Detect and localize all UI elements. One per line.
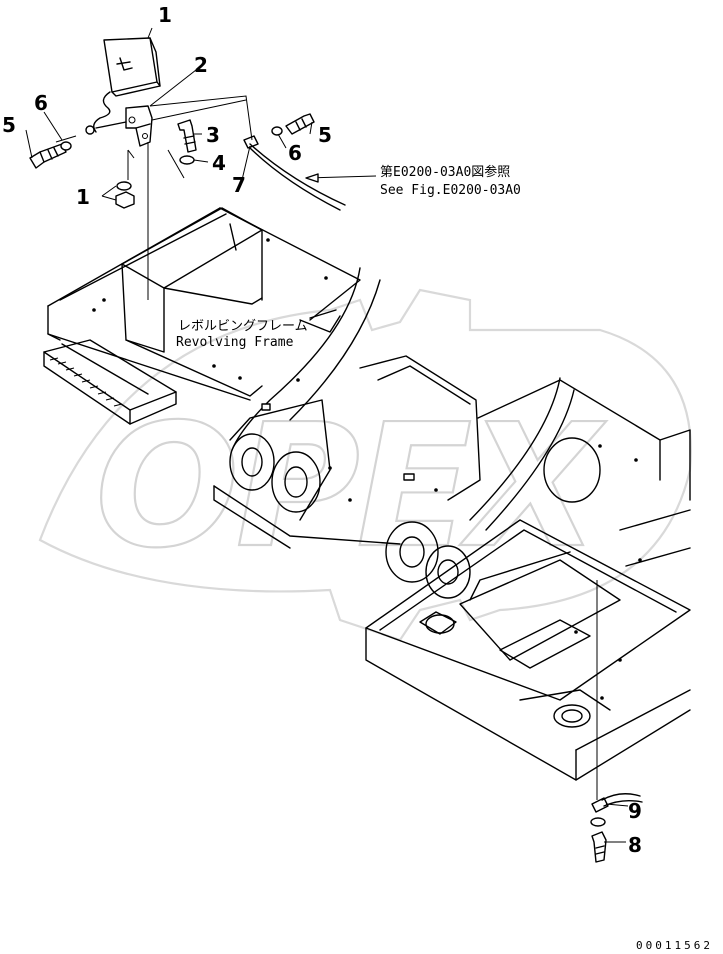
- reference-note: 第E0200-03A0図参照 See Fig.E0200-03A0: [380, 164, 521, 198]
- drawing-number: 00011562: [636, 939, 713, 952]
- lamp-bracket: [85, 105, 153, 147]
- washer-right: [271, 126, 283, 136]
- work-lamp: [93, 37, 161, 133]
- callout-leaders: [25, 27, 629, 843]
- watermark: OPEX: [38, 288, 692, 642]
- nut-lower: [115, 191, 135, 209]
- callout-4: 4: [212, 151, 226, 175]
- callout-2: 2: [194, 53, 208, 77]
- revolving-frame: [43, 207, 691, 781]
- washer-lower: [116, 181, 132, 191]
- bolt-right: [285, 113, 315, 135]
- bolt-3: [177, 119, 197, 153]
- callout-3: 3: [206, 123, 220, 147]
- bolt-left: [29, 143, 67, 169]
- callout-5-left: 5: [2, 113, 16, 137]
- callout-7: 7: [232, 173, 246, 197]
- washer-left: [60, 141, 72, 151]
- callout-1-top: 1: [158, 3, 172, 27]
- reference-note-jp: 第E0200-03A0図参照: [380, 164, 510, 180]
- callout-8: 8: [628, 833, 642, 857]
- watermark-text: OPEX: [95, 388, 607, 586]
- callout-5-right: 5: [318, 123, 332, 147]
- callout-1-lower: 1: [76, 185, 90, 209]
- reference-note-en: See Fig.E0200-03A0: [380, 183, 521, 198]
- harness-clip: [243, 135, 346, 211]
- washer-4: [179, 155, 195, 165]
- callout-9: 9: [628, 799, 642, 823]
- callout-6-left: 6: [34, 91, 48, 115]
- frame-label-en: Revolving Frame: [176, 335, 294, 350]
- frame-label: レボルビングフレーム Revolving Frame: [176, 319, 308, 350]
- ground-cable: [590, 793, 643, 863]
- leader-lines: [55, 95, 598, 800]
- frame-label-jp: レボルビングフレーム: [178, 319, 308, 334]
- callouts: 1 2 6 5 3 5 6 4 7 1 9 8: [2, 3, 642, 857]
- callout-6-right: 6: [288, 141, 302, 165]
